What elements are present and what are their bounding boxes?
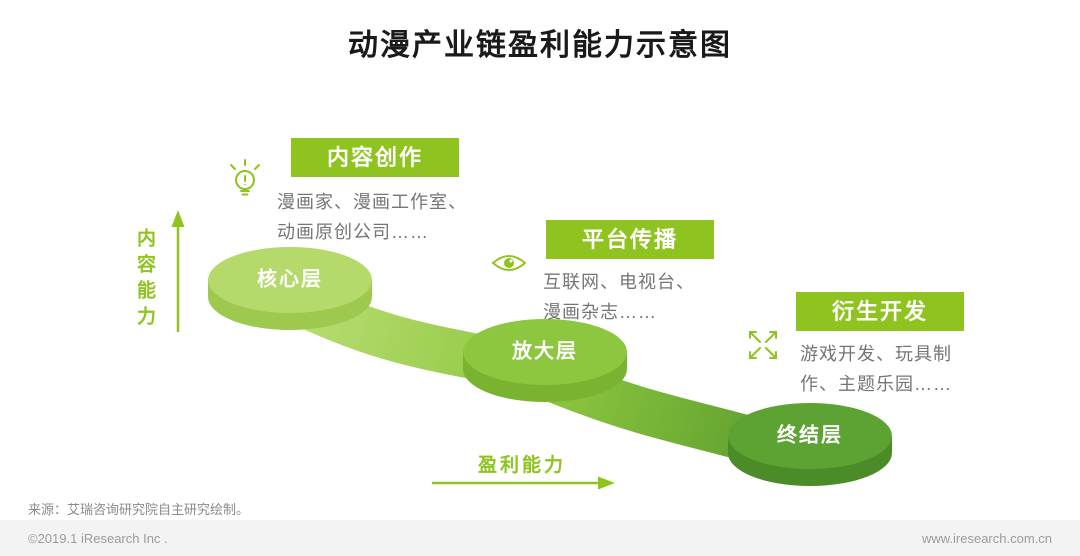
eye-icon — [491, 255, 527, 271]
y-axis-label: 内容能力 — [134, 228, 155, 332]
tag-content-creation: 内容创作 — [291, 138, 459, 177]
disc-label-mid: 放大层 — [512, 340, 578, 363]
page-title: 动漫产业链盈利能力示意图 — [348, 29, 732, 62]
footer-website: www.iresearch.com.cn — [921, 530, 1052, 546]
disc-label-end: 终结层 — [777, 424, 843, 447]
disc-label-core: 核心层 — [257, 268, 323, 291]
source-note: 来源：艾瑞咨询研究院自主研究绘制。 — [28, 502, 250, 517]
desc-platform-spread: 互联网、电视台、漫画杂志…… — [543, 272, 695, 322]
lightbulb-icon — [230, 159, 260, 196]
x-axis-arrow — [432, 476, 615, 490]
y-axis-arrow — [171, 210, 185, 332]
expand-arrows-icon — [749, 331, 777, 359]
desc-content-creation: 漫画家、漫画工作室、动画原创公司…… — [277, 192, 467, 242]
disc-mid — [463, 319, 627, 402]
x-axis-label: 盈利能力 — [477, 455, 566, 476]
disc-core — [208, 247, 372, 330]
footer-bar: ©2019.1 iResearch Inc . www.iresearch.co… — [0, 520, 1080, 556]
desc-derivative-dev: 游戏开发、玩具制作、主题乐园…… — [800, 344, 952, 394]
tag-platform-spread: 平台传播 — [546, 220, 714, 259]
disc-end — [728, 403, 892, 486]
footer-copyright: ©2019.1 iResearch Inc . — [28, 530, 168, 546]
tag-derivative-dev: 衍生开发 — [796, 292, 964, 331]
